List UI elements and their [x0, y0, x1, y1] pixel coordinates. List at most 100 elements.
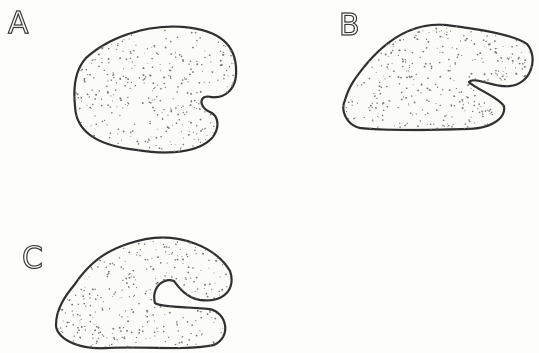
stipple-dot — [137, 230, 138, 231]
stipple-dot — [416, 113, 417, 114]
stipple-dot — [72, 129, 73, 130]
stipple-dot — [200, 91, 202, 93]
stipple-dot — [87, 252, 88, 253]
stipple-dot — [133, 156, 134, 157]
stipple-dot — [436, 103, 437, 104]
stipple-dot — [199, 108, 201, 110]
stipple-dot — [125, 261, 126, 262]
stipple-dot — [134, 65, 135, 66]
stipple-dot — [130, 51, 131, 52]
stipple-dot — [413, 84, 414, 85]
stipple-dot — [202, 157, 204, 159]
stipple-dot — [243, 80, 245, 82]
stipple-dot — [350, 99, 351, 100]
stipple-dot — [198, 139, 199, 140]
stipple-dot — [428, 88, 429, 89]
stipple-dot — [92, 104, 93, 105]
stipple-dot — [515, 67, 516, 68]
stipple-dot — [206, 299, 207, 300]
stipple-dot — [495, 35, 496, 36]
stipple-dot — [113, 240, 114, 241]
stipple-dot — [181, 56, 183, 58]
stipple-dot — [403, 96, 404, 97]
stipple-dot — [74, 267, 75, 268]
stipple-dot — [85, 306, 86, 307]
stipple-dot — [221, 232, 223, 234]
stipple-dot — [107, 276, 109, 278]
stipple-dot — [125, 153, 127, 155]
stipple-dot — [487, 110, 488, 111]
stipple-dot — [70, 349, 71, 350]
stipple-dot — [196, 45, 197, 46]
stipple-dot — [464, 123, 466, 125]
stipple-dot — [130, 52, 132, 54]
stipple-dot — [148, 97, 150, 99]
stipple-dot — [238, 100, 239, 101]
stipple-dot — [381, 32, 382, 33]
stipple-dot — [192, 267, 194, 269]
stipple-dot — [85, 329, 86, 330]
stipple-dot — [221, 332, 222, 333]
stipple-dot — [238, 29, 240, 31]
stipple-dot — [442, 37, 443, 38]
stipple-dot — [117, 43, 118, 44]
stipple-dot — [389, 38, 390, 39]
stipple-dot — [243, 155, 244, 156]
stipple-dot — [123, 268, 124, 269]
stipple-dot — [78, 97, 79, 98]
stipple-dot — [110, 242, 111, 243]
stipple-dot — [507, 112, 508, 113]
stipple-dot — [151, 258, 152, 259]
stipple-dot — [242, 111, 243, 112]
stipple-dot — [66, 322, 68, 324]
stipple-dot — [164, 314, 165, 315]
stipple-dot — [475, 25, 476, 26]
stipple-dot — [465, 40, 467, 42]
stipple-dot — [439, 52, 440, 53]
stipple-dot — [76, 261, 77, 262]
stipple-dot — [96, 340, 98, 342]
stipple-dot — [104, 70, 105, 71]
stipple-dot — [194, 100, 196, 102]
stipple-dot — [104, 120, 105, 121]
stipple-dot — [507, 133, 508, 134]
stipple-dot — [451, 21, 452, 22]
stipple-dot — [231, 319, 232, 320]
stipple-dot — [154, 349, 156, 351]
stipple-dot — [479, 52, 481, 54]
stipple-dot — [525, 90, 527, 92]
stipple-dot — [196, 102, 197, 103]
stipple-dot — [207, 135, 208, 136]
stipple-dot — [51, 351, 52, 352]
stipple-dot — [170, 41, 172, 43]
stipple-dot — [405, 61, 406, 62]
stipple-dot — [453, 134, 454, 135]
stipple-dot — [374, 19, 376, 21]
stipple-dot — [102, 334, 103, 335]
stipple-dot — [336, 22, 338, 24]
stipple-dot — [191, 156, 192, 157]
stipple-dot — [454, 96, 455, 97]
stipple-dot — [98, 327, 100, 329]
stipple-dot — [451, 138, 453, 140]
stipple-dot — [127, 82, 128, 83]
stipple-dot — [195, 297, 196, 298]
stipple-dot — [524, 62, 525, 63]
stipple-dot — [459, 19, 460, 20]
stipple-dot — [466, 96, 467, 97]
stipple-dot — [123, 131, 125, 133]
stipple-dot — [503, 74, 504, 75]
stipple-dot — [188, 339, 190, 341]
stipple-dot — [175, 244, 176, 245]
stipple-dot — [195, 152, 197, 154]
stipple-dot — [92, 337, 93, 338]
stipple-dot — [491, 29, 492, 30]
stipple-dot — [163, 279, 165, 281]
stipple-dot — [533, 36, 534, 37]
stipple-dot — [404, 49, 406, 51]
stipple-dot — [515, 73, 517, 75]
stipple-dot — [393, 31, 394, 32]
stipple-dot — [220, 60, 222, 62]
stipple-dot — [191, 333, 192, 334]
stipple-dot — [427, 21, 429, 23]
